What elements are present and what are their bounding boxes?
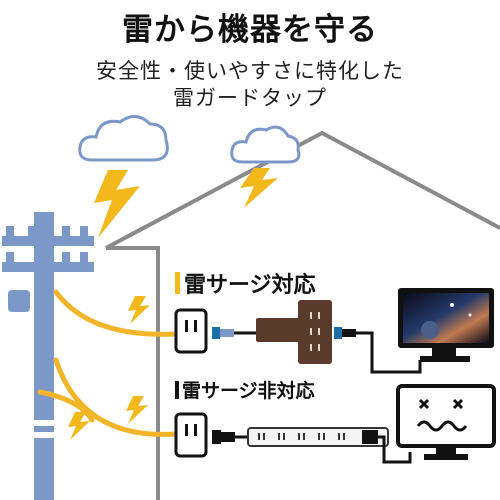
cable bbox=[378, 435, 412, 464]
plug-icon bbox=[212, 430, 235, 444]
accent-bar bbox=[175, 381, 179, 399]
cloud-icon bbox=[78, 115, 169, 162]
tv-broken-icon bbox=[396, 384, 496, 460]
utility-pole bbox=[2, 212, 94, 500]
cloud-icon bbox=[230, 125, 301, 164]
power-line-drop bbox=[37, 389, 95, 423]
lightning-guard-tap bbox=[256, 300, 332, 364]
label-unsupported: 雷サージ非対応 bbox=[182, 379, 315, 402]
wall-outlet-icon bbox=[174, 412, 208, 458]
tv-working-icon bbox=[398, 288, 494, 362]
subtitle-line-1: 安全性・使いやすさに特化した bbox=[96, 59, 404, 83]
lightning-bolt-icon bbox=[240, 168, 278, 208]
accent-bar bbox=[175, 272, 180, 294]
plug-icon bbox=[212, 327, 234, 339]
lightning-bolt-icon bbox=[126, 396, 148, 424]
lightning-bolt-icon bbox=[68, 412, 90, 440]
lightning-bolt-icon bbox=[128, 296, 150, 324]
wall-outlet-icon bbox=[174, 308, 208, 354]
power-line-upper bbox=[53, 289, 179, 337]
cable bbox=[356, 331, 422, 374]
house-outline bbox=[105, 130, 500, 250]
power-line-lower bbox=[53, 357, 179, 437]
lightning-bolt-icon bbox=[94, 170, 140, 238]
headline: 雷から機器を守る bbox=[122, 12, 378, 48]
power-strip bbox=[247, 427, 389, 447]
plug-icon bbox=[334, 327, 356, 339]
subtitle-line-2: 雷ガードタップ bbox=[173, 86, 327, 110]
label-supported: 雷サージ対応 bbox=[184, 272, 316, 298]
